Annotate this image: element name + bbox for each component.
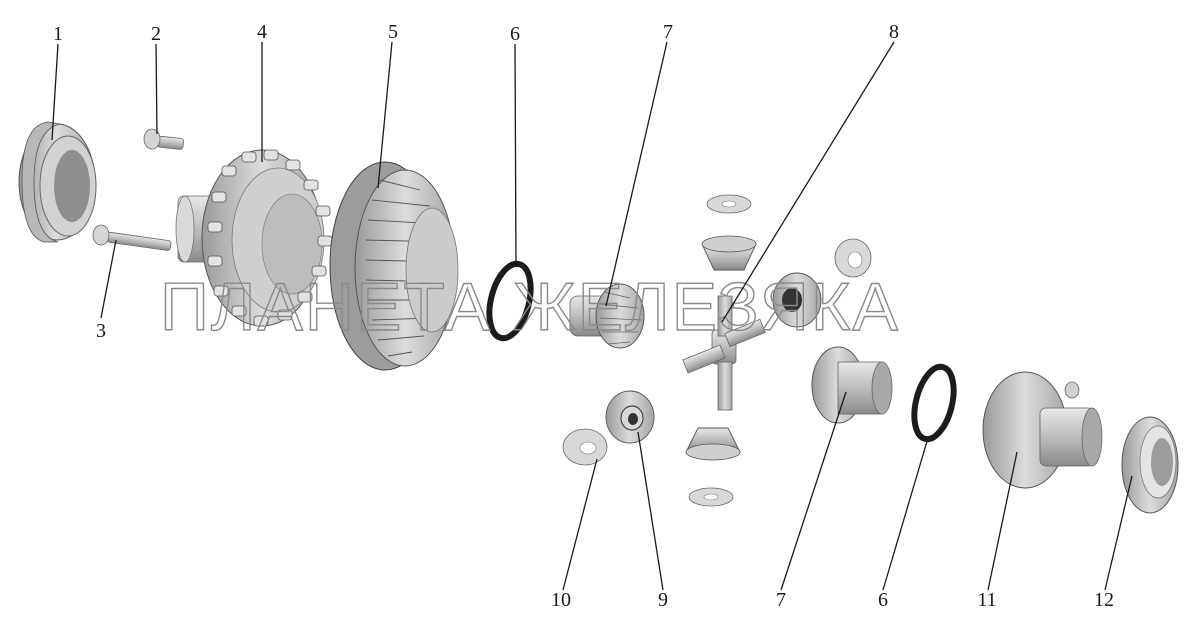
callout-7-left: 7 (663, 21, 673, 43)
part-6-washer-left (486, 260, 534, 342)
callout-labels: 1 2 4 5 6 7 8 3 10 9 7 6 11 12 (53, 21, 1114, 611)
callout-3: 3 (96, 320, 106, 342)
part-6-washer-right (911, 363, 957, 443)
part-5-ring-gear (329, 161, 459, 371)
part-7-side-gear-right (811, 346, 893, 424)
callout-6-left: 6 (510, 23, 520, 45)
callout-6-right: 6 (878, 589, 888, 611)
part-2-short-bolt (143, 128, 184, 150)
callout-1: 1 (53, 23, 63, 45)
leader-lines (51, 41, 1133, 591)
callout-11: 11 (977, 589, 996, 611)
pinion-gears (685, 235, 822, 461)
watermark-text: ПЛАНЕТА ЖЕЛЕЗЯКА (160, 269, 900, 345)
callout-5: 5 (388, 21, 398, 43)
callout-7-right: 7 (776, 589, 786, 611)
part-3-long-bolt (92, 224, 172, 251)
part-10-washer (562, 428, 608, 466)
callout-2: 2 (151, 23, 161, 45)
callout-12: 12 (1094, 589, 1114, 611)
part-11-case-half (982, 371, 1103, 489)
part-4-case-half (175, 149, 333, 327)
callout-10: 10 (551, 589, 571, 611)
callout-8: 8 (889, 21, 899, 43)
callout-9: 9 (658, 589, 668, 611)
part-9-pinion-gear (605, 390, 655, 444)
part-12-bearing (1121, 416, 1179, 514)
callout-4: 4 (257, 21, 267, 43)
part-1-bearing (18, 121, 97, 243)
